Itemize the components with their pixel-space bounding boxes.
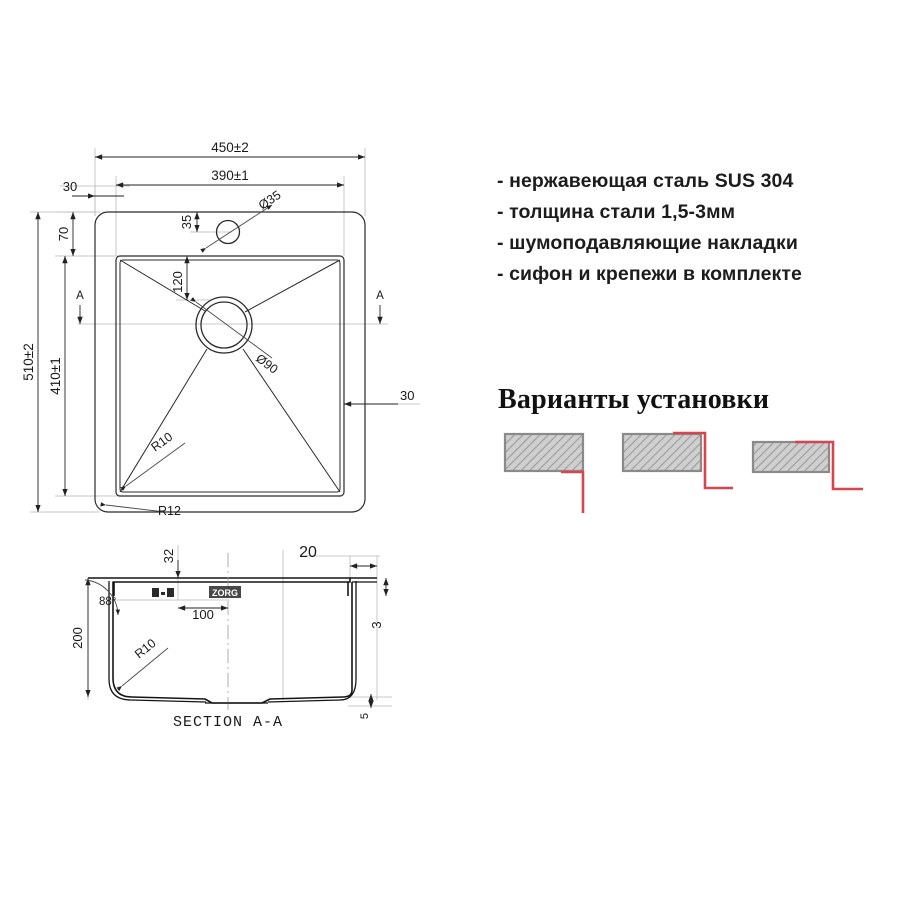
- drain-diameter-leader: [190, 296, 273, 359]
- radius-outer-leader: [100, 502, 166, 513]
- sink-edge-line: [795, 440, 863, 491]
- section-marker-right: A: [376, 290, 384, 324]
- install-variant-under-mount[interactable]: [745, 428, 895, 513]
- faucet-diameter-leader: [200, 204, 273, 253]
- feature-item: - шумоподавляющие накладки: [497, 232, 798, 254]
- section-wall-left: [108, 581, 207, 703]
- label-left-edge: 30: [63, 179, 77, 194]
- feature-item: - нержавеющая сталь SUS 304: [497, 170, 794, 192]
- section-wall-right: [267, 581, 357, 703]
- drain-outer-circle: [195, 296, 253, 354]
- sink-bowl-inner-outline: [119, 259, 341, 493]
- section-radius-leader: [116, 647, 169, 692]
- countertop-block: [503, 432, 585, 473]
- label-width-inner: 390±1: [211, 168, 248, 183]
- sink-edge-line: [561, 470, 585, 513]
- countertop-block: [751, 440, 831, 474]
- label-height-inner: 410±1: [48, 357, 63, 394]
- label-right-edge: 30: [400, 388, 414, 403]
- label-width-outer: 450±2: [211, 140, 248, 155]
- label-section-radius: R10: [132, 636, 159, 661]
- feature-item: - сифон и крепежи в комплекте: [497, 263, 802, 285]
- bowl-slope-lines: [119, 259, 341, 493]
- label-rim-left: 32: [161, 549, 176, 563]
- label-base-thickness: 5: [359, 713, 371, 719]
- label-rim-right: 20: [299, 544, 317, 561]
- install-variants: [495, 428, 895, 513]
- label-watermark: ZORG: [212, 588, 238, 598]
- plan-witness-lines: [30, 148, 420, 513]
- section-small-marks: [152, 588, 174, 597]
- install-variant-top-mount[interactable]: [613, 428, 743, 513]
- section-view: 32 20 200 88° 100 3 5 R10: [70, 544, 392, 731]
- label-angle: 88°: [99, 596, 116, 608]
- label-drain-offset: 120: [170, 271, 185, 293]
- section-profile-outline: [88, 577, 353, 704]
- section-witness-lines: [87, 545, 392, 707]
- plan-view: Ø90 Ø35 450±2 390±1 30 70 510±2 410±1: [21, 140, 420, 518]
- label-top-edge: 70: [56, 227, 71, 241]
- angle-arc: [84, 579, 121, 616]
- section-title: SECTION A-A: [173, 714, 283, 731]
- feature-item: - толщина стали 1,5-3мм: [497, 201, 736, 223]
- sink-edge-line: [673, 431, 733, 490]
- sink-bowl-outline: [115, 255, 345, 497]
- label-height-outer: 510±2: [21, 343, 36, 380]
- label-pad: 100: [192, 607, 214, 622]
- install-options-title: Варианты установки: [498, 384, 770, 415]
- brand-watermark: ZORG: [209, 586, 241, 598]
- label-radius-inner: R10: [149, 430, 176, 455]
- section-marker-left: A: [76, 290, 84, 324]
- label-radius-outer: R12: [158, 504, 181, 518]
- label-faucet-diameter: Ø35: [256, 188, 283, 213]
- radius-inner-leader: [120, 442, 186, 491]
- label-depth: 200: [70, 627, 85, 649]
- label-section-a-right: A: [376, 290, 384, 302]
- install-variant-flush-mount[interactable]: [495, 428, 615, 513]
- label-rim-thickness: 3: [369, 621, 384, 628]
- countertop-block: [621, 432, 703, 473]
- label-faucet-offset: 35: [179, 215, 194, 229]
- drain-inner-circle: [200, 301, 248, 349]
- label-section-a-left: A: [76, 290, 84, 302]
- label-drain-diameter: Ø90: [253, 351, 280, 376]
- feature-list: - нержавеющая сталь SUS 304 - толщина ст…: [497, 166, 857, 290]
